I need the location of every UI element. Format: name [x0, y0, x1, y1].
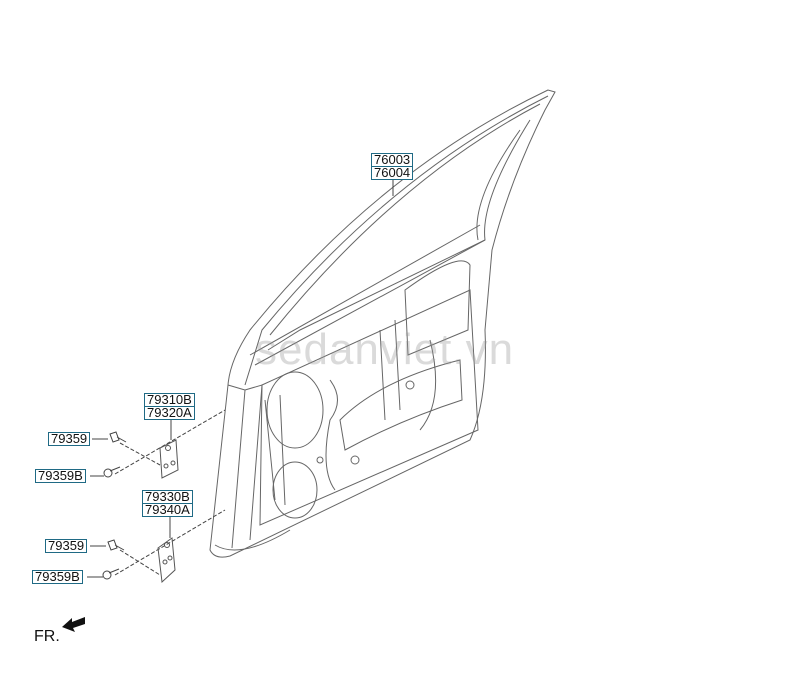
- part-label-79359-upper[interactable]: 79359: [48, 432, 91, 446]
- part-label-79310b[interactable]: 79310B: [144, 393, 195, 407]
- bolt-icon: [103, 466, 121, 478]
- part-label-79340a[interactable]: 79340A: [142, 503, 193, 517]
- part-label-79359-lower[interactable]: 79359: [45, 539, 88, 553]
- watermark: sedanviet.vn: [255, 325, 515, 374]
- lower-hinge: [157, 537, 176, 584]
- part-label-79320a[interactable]: 79320A: [144, 406, 195, 420]
- front-direction-label: FR.: [34, 628, 60, 645]
- part-label-76004[interactable]: 76004: [371, 166, 414, 180]
- bolts: [102, 431, 127, 580]
- part-label-79359b-upper[interactable]: 79359B: [35, 469, 86, 483]
- part-label-79359b-lower[interactable]: 79359B: [32, 570, 83, 584]
- front-arrow-icon: [62, 617, 85, 632]
- door-panel: [209, 89, 556, 558]
- upper-hinge: [159, 439, 179, 479]
- leader-lines: [87, 180, 394, 578]
- bolt-icon: [107, 539, 125, 551]
- bolt-icon: [109, 431, 127, 443]
- bolt-icon: [102, 568, 120, 580]
